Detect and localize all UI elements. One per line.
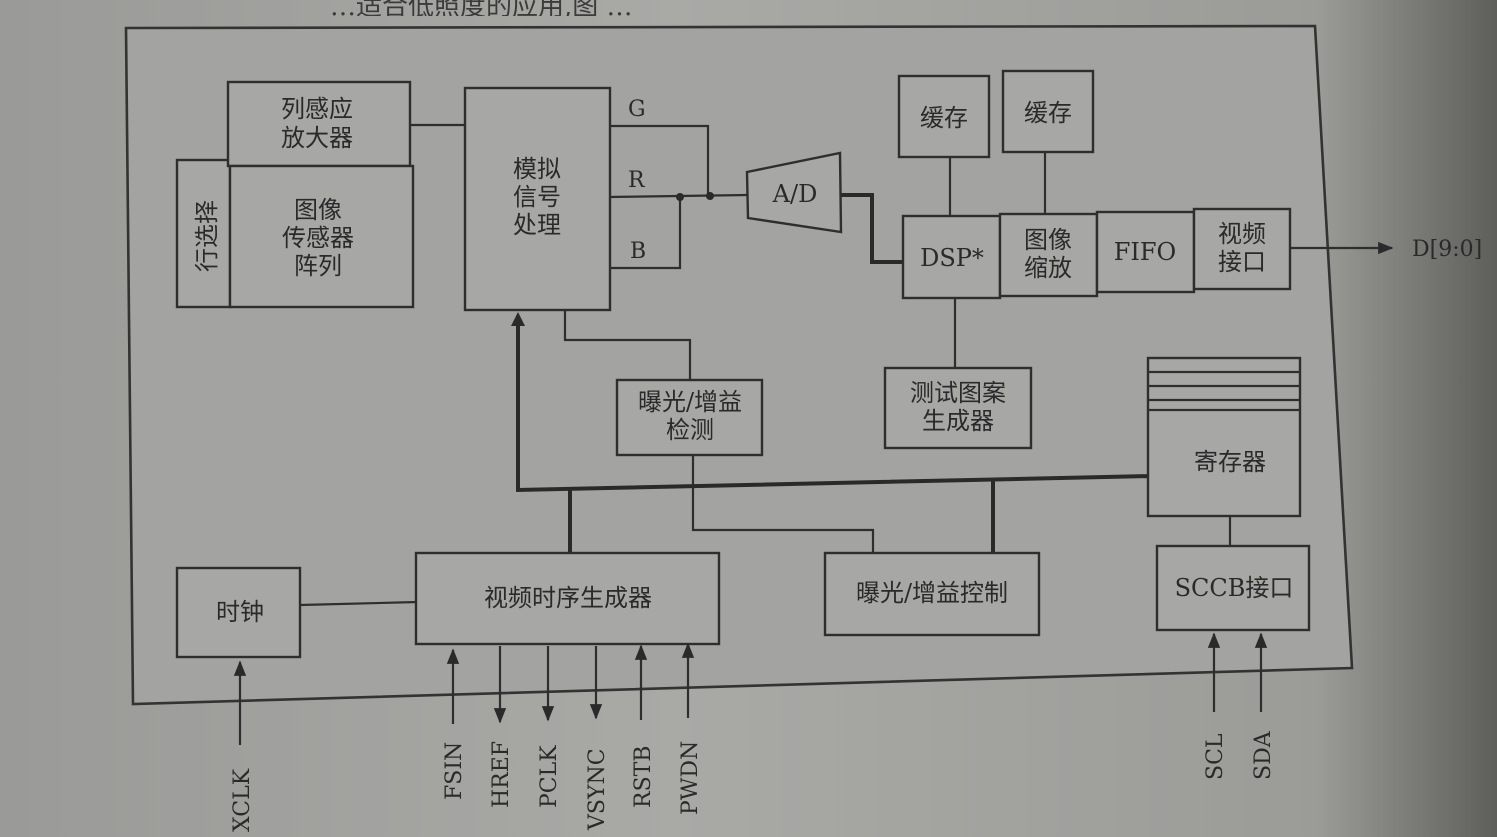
svg-text:放大器: 放大器 <box>281 124 353 152</box>
svg-text:检测: 检测 <box>666 416 714 444</box>
block-video-timing-generator: 视频时序生成器 <box>414 551 721 646</box>
block-register: 寄存器 <box>1146 356 1302 518</box>
pin-href: HREF <box>489 646 514 808</box>
pin-pclk: PCLK <box>537 646 562 808</box>
pin-fsin: FSIN <box>442 648 467 800</box>
block-exposure-control: 曝光/增益控制 <box>823 551 1041 637</box>
output-arrow: D[9:0] <box>1290 237 1482 262</box>
svg-text:FIFO: FIFO <box>1114 238 1176 266</box>
block-test-pattern: 测试图案 生成器 <box>883 366 1033 450</box>
svg-text:视频时序生成器: 视频时序生成器 <box>484 584 652 612</box>
svg-text:信号: 信号 <box>513 183 561 211</box>
svg-text:PWDN: PWDN <box>678 741 703 815</box>
svg-text:FSIN: FSIN <box>442 742 467 800</box>
svg-text:图像: 图像 <box>1024 226 1072 254</box>
svg-text:曝光/增益控制: 曝光/增益控制 <box>856 579 1008 607</box>
channel-r: R <box>628 168 646 193</box>
svg-text:行选择: 行选择 <box>193 200 221 272</box>
pin-pwdn: PWDN <box>678 642 703 815</box>
block-ad-converter: A/D <box>745 151 843 234</box>
block-dsp: DSP* <box>901 214 1002 300</box>
svg-text:缓存: 缓存 <box>920 104 968 132</box>
block-analog-processing: 模拟 信号 处理 <box>463 86 612 312</box>
block-clock: 时钟 <box>175 566 302 659</box>
svg-text:生成器: 生成器 <box>922 407 994 435</box>
pin-vsync: VSYNC <box>585 646 610 831</box>
svg-text:缩放: 缩放 <box>1024 254 1072 282</box>
svg-text:处理: 处理 <box>513 211 561 239</box>
svg-text:SCCB接口: SCCB接口 <box>1175 574 1294 602</box>
svg-text:阵列: 阵列 <box>294 252 342 280</box>
block-fifo: FIFO <box>1095 210 1196 294</box>
svg-text:图像: 图像 <box>294 196 342 224</box>
block-cache-1: 缓存 <box>897 74 991 159</box>
svg-text:测试图案: 测试图案 <box>910 379 1006 407</box>
block-image-scaling: 图像 缩放 <box>998 212 1099 298</box>
svg-text:传感器: 传感器 <box>282 224 354 252</box>
block-cache-2: 缓存 <box>1001 69 1095 154</box>
svg-text:PCLK: PCLK <box>537 745 562 808</box>
channel-g: G <box>628 97 646 122</box>
svg-text:RSTB: RSTB <box>631 746 656 808</box>
pin-xclk: XCLK <box>230 660 255 832</box>
svg-text:时钟: 时钟 <box>216 598 264 626</box>
block-column-amplifier: 列感应 放大器 <box>226 80 412 168</box>
svg-text:寄存器: 寄存器 <box>1194 448 1266 476</box>
output-bus-label: D[9:0] <box>1412 237 1482 262</box>
wires <box>299 123 1232 607</box>
svg-text:接口: 接口 <box>1218 248 1266 276</box>
header-fragment: …适合低照度的应用,图 … <box>330 0 633 16</box>
block-exposure-detect: 曝光/增益 检测 <box>615 378 764 457</box>
pin-sda: SDA <box>1251 632 1276 780</box>
svg-text:缓存: 缓存 <box>1024 99 1072 127</box>
svg-text:曝光/增益: 曝光/增益 <box>638 388 742 416</box>
svg-text:A/D: A/D <box>772 180 818 208</box>
svg-text:SDA: SDA <box>1251 730 1276 780</box>
svg-text:HREF: HREF <box>489 741 514 808</box>
svg-text:XCLK: XCLK <box>230 768 255 832</box>
channel-b: B <box>630 239 646 264</box>
block-image-sensor-array: 图像 传感器 阵列 <box>228 164 415 309</box>
svg-text:VSYNC: VSYNC <box>585 748 610 831</box>
block-row-select: 行选择 <box>175 158 232 309</box>
svg-text:SCL: SCL <box>1203 733 1228 780</box>
svg-text:模拟: 模拟 <box>513 155 561 183</box>
svg-text:视频: 视频 <box>1218 220 1266 248</box>
block-sccb-interface: SCCB接口 <box>1155 544 1311 632</box>
svg-text:列感应: 列感应 <box>281 95 353 123</box>
block-video-interface: 视频 接口 <box>1192 207 1292 291</box>
pin-scl: SCL <box>1203 632 1228 780</box>
pin-rstb: RSTB <box>631 644 656 808</box>
svg-text:DSP*: DSP* <box>920 244 984 272</box>
